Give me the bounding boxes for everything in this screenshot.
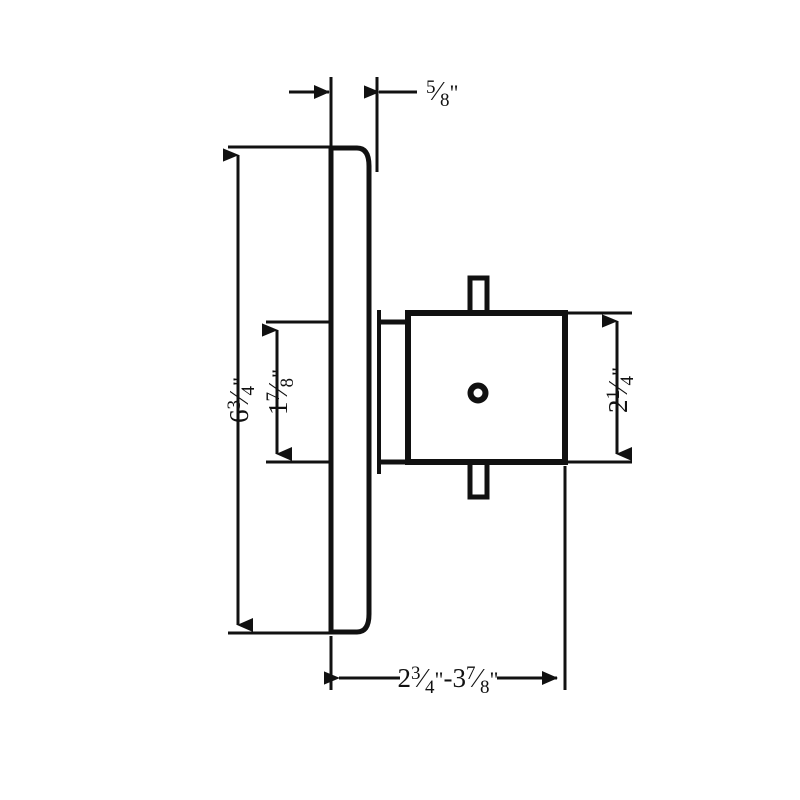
- dim-label-body-height: 21⁄4": [603, 367, 638, 413]
- svg-text:5⁄8": 5⁄8": [426, 76, 459, 111]
- dim-label-total-depth: 23⁄4"-37⁄8": [398, 663, 499, 698]
- valve-neck: [377, 319, 408, 465]
- dim-label-plate-thickness: 5⁄8": [426, 76, 459, 111]
- mounting-tab-bottom: [467, 462, 490, 500]
- mounting-tab-top: [467, 275, 490, 313]
- svg-text:21⁄4": 21⁄4": [603, 367, 638, 413]
- svg-text:23⁄4"-37⁄8": 23⁄4"-37⁄8": [398, 663, 499, 698]
- svg-text:63⁄4": 63⁄4": [224, 377, 259, 423]
- dim-label-plate-height: 63⁄4": [224, 377, 259, 423]
- dim-label-neck-height: 17⁄8": [263, 369, 298, 415]
- center-port: [467, 382, 489, 404]
- escutcheon-plate: [328, 145, 372, 635]
- svg-text:17⁄8": 17⁄8": [263, 369, 298, 415]
